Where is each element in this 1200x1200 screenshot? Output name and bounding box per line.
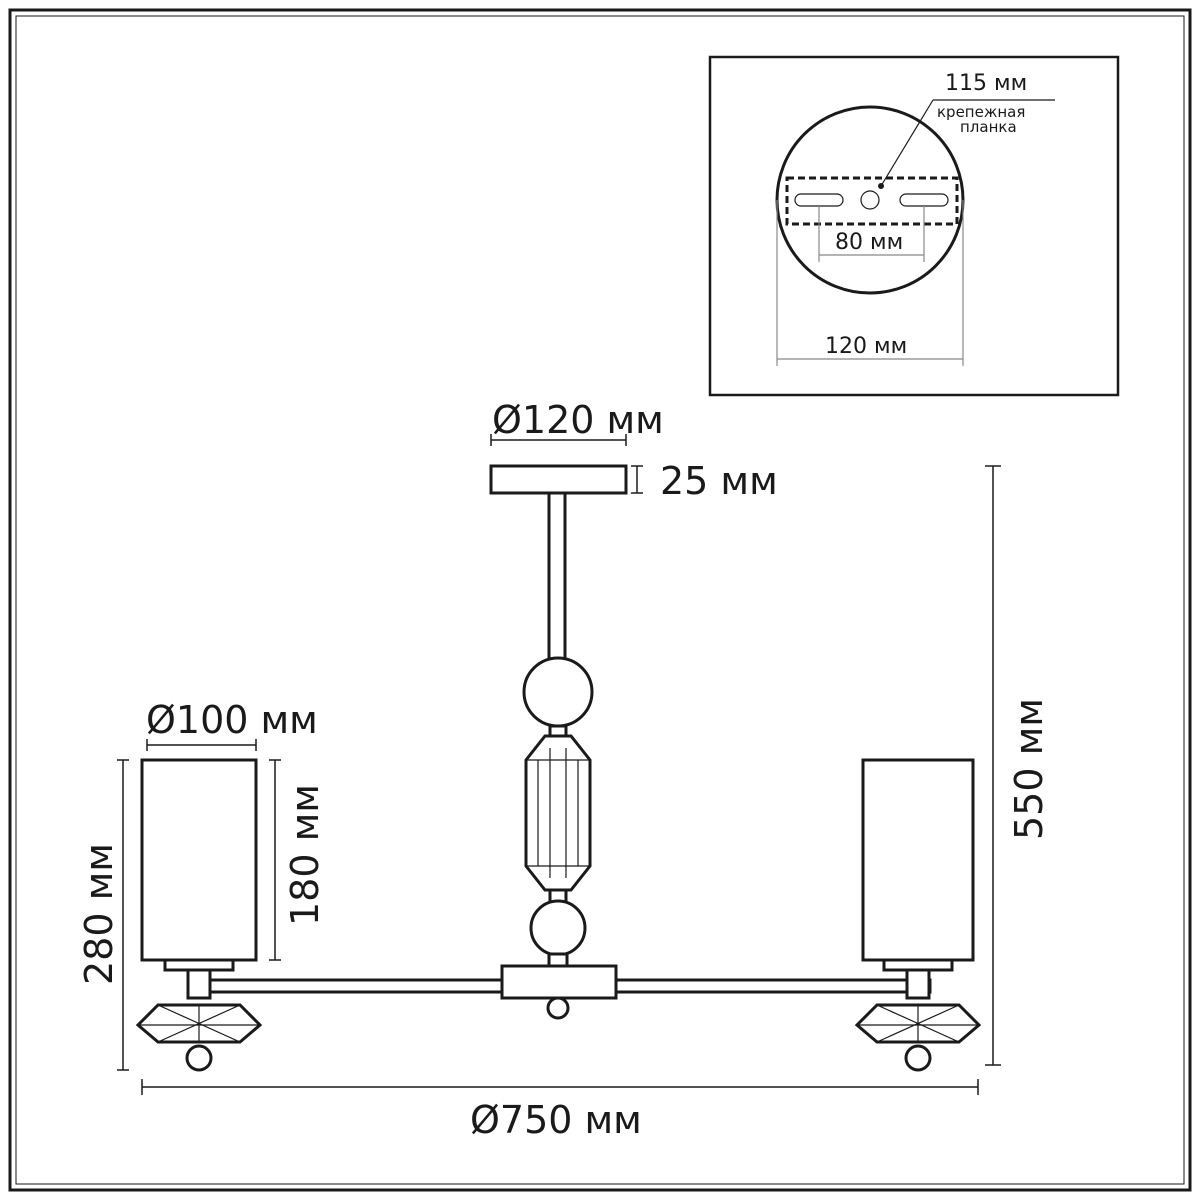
mount-plate-label-2: планка [960,118,1017,136]
mount-plate-label-1: крепежная [937,103,1025,121]
canopy-diameter-label: Ø120 мм [492,398,664,442]
shade-height-label: 180 мм [283,784,327,926]
total-height-label: 550 мм [1007,698,1051,840]
chandelier-side-view [135,464,982,1072]
right-finial [904,1044,932,1072]
total-diameter-label: Ø750 мм [470,1098,642,1142]
left-socket [186,968,212,1000]
page-border [8,8,1192,1192]
shade-diameter-label: Ø100 мм [146,698,318,742]
right-shade [861,758,975,962]
leader-dot [878,183,884,189]
plate-leader-line [880,99,934,187]
dimension-annotations: Ø120 мм 25 мм Ø100 мм 180 мм 280 мм 550 … [77,398,1051,1142]
hole-spacing-label: 80 мм [835,230,903,255]
mounting-plate-inset: 115 мм крепежная планка 80 мм 120 мм [708,55,1120,397]
stem-rod [547,491,567,661]
canopy-inset-diameter-label: 120 мм [825,334,907,359]
left-finial [185,1044,213,1072]
mounting-plate-outline [785,176,959,226]
crystal-column [524,734,592,892]
central-hub [500,964,618,1000]
inset-frame [708,55,1120,397]
mount-plate-length-label: 115 мм [945,71,1027,96]
lower-sphere [529,899,587,957]
left-shade [140,758,258,962]
hub-neck [547,952,569,968]
center-hole [860,190,880,210]
page-border-inner [15,15,1185,1185]
right-socket [905,968,931,1000]
arm-height-label: 280 мм [77,843,121,985]
canopy-top-view [775,105,965,295]
hub-finial [546,996,570,1020]
upper-sphere [522,656,594,728]
canopy-height-label: 25 мм [660,459,778,503]
canopy [489,464,628,495]
